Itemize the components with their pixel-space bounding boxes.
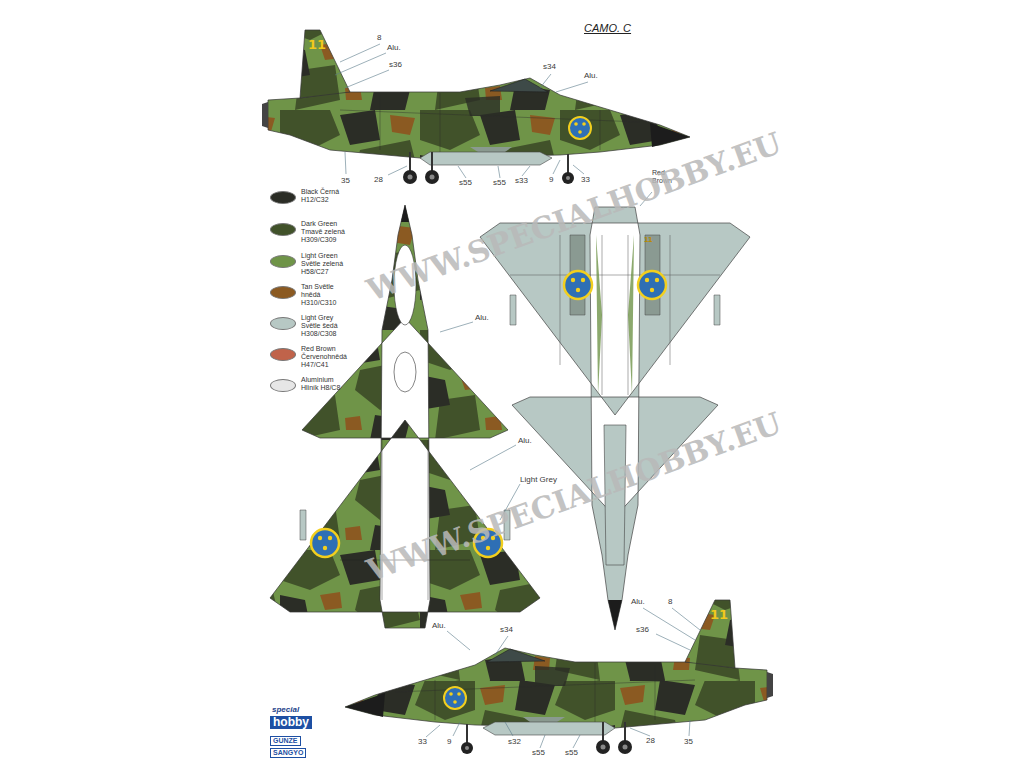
camo-title: CAMO. C — [584, 22, 631, 34]
legend-text: Aluminium Hliník H8/C8 — [301, 376, 349, 392]
callout-number: 8 — [377, 34, 381, 43]
callout-number: 28 — [646, 737, 655, 746]
callout-number: s36 — [636, 626, 649, 635]
color-swatch — [270, 255, 296, 268]
callout-number: s55 — [532, 749, 545, 758]
callout-label: Alu. — [432, 622, 446, 631]
legend-text: Red Brown Červenohnědá H47/C41 — [301, 345, 349, 369]
callout-label: Alu. — [631, 598, 645, 607]
color-swatch — [270, 348, 296, 361]
callout-number: 33 — [581, 176, 590, 185]
color-swatch — [270, 286, 296, 299]
callout-label: Light Grey — [520, 476, 557, 485]
callout-number: s55 — [565, 749, 578, 758]
brand-logo: SANGYO — [270, 748, 306, 758]
callout-label: Alu. — [475, 314, 489, 323]
legend-text: Black Černá H12/C32 — [301, 188, 349, 204]
callout-number: s55 — [493, 179, 506, 188]
callout-number: s33 — [515, 177, 528, 186]
callout-number: s55 — [459, 179, 472, 188]
color-swatch — [270, 317, 296, 330]
tail-code: 11 — [308, 38, 326, 52]
callout-number: 9 — [447, 738, 451, 747]
legend-text: Light Grey Světle šedá H308/C308 — [301, 314, 349, 338]
callout-label: Alu. — [518, 437, 532, 446]
color-swatch — [270, 223, 296, 236]
callout-number: 8 — [668, 598, 672, 607]
legend-text: Dark Green Tmavě zelená H309/C309 — [301, 220, 349, 244]
legend-text: Light Green Světle zelená H58/C27 — [301, 252, 349, 276]
callout-number: s36 — [389, 61, 402, 70]
callout-number: s34 — [543, 63, 556, 72]
callout-label: Alu. — [387, 44, 401, 53]
callout-number: s32 — [508, 738, 521, 747]
tail-code: 11 — [710, 608, 728, 622]
callout-number: 9 — [549, 176, 553, 185]
serial-number: 11 — [644, 236, 652, 245]
color-swatch — [270, 191, 296, 204]
callout-label: Alu. — [584, 72, 598, 81]
callout-number: 33 — [418, 738, 427, 747]
callout-number: 35 — [341, 177, 350, 186]
callout-number: 28 — [374, 176, 383, 185]
brand-logo: GUNZE — [270, 736, 301, 746]
callout-number: 35 — [684, 738, 693, 747]
legend-text: Tan Světle hnědá H310/C310 — [301, 283, 349, 307]
brand-logo: special — [272, 706, 299, 715]
color-swatch — [270, 379, 296, 392]
brand-logo: hobby — [270, 716, 312, 729]
callout-number: s34 — [500, 626, 513, 635]
